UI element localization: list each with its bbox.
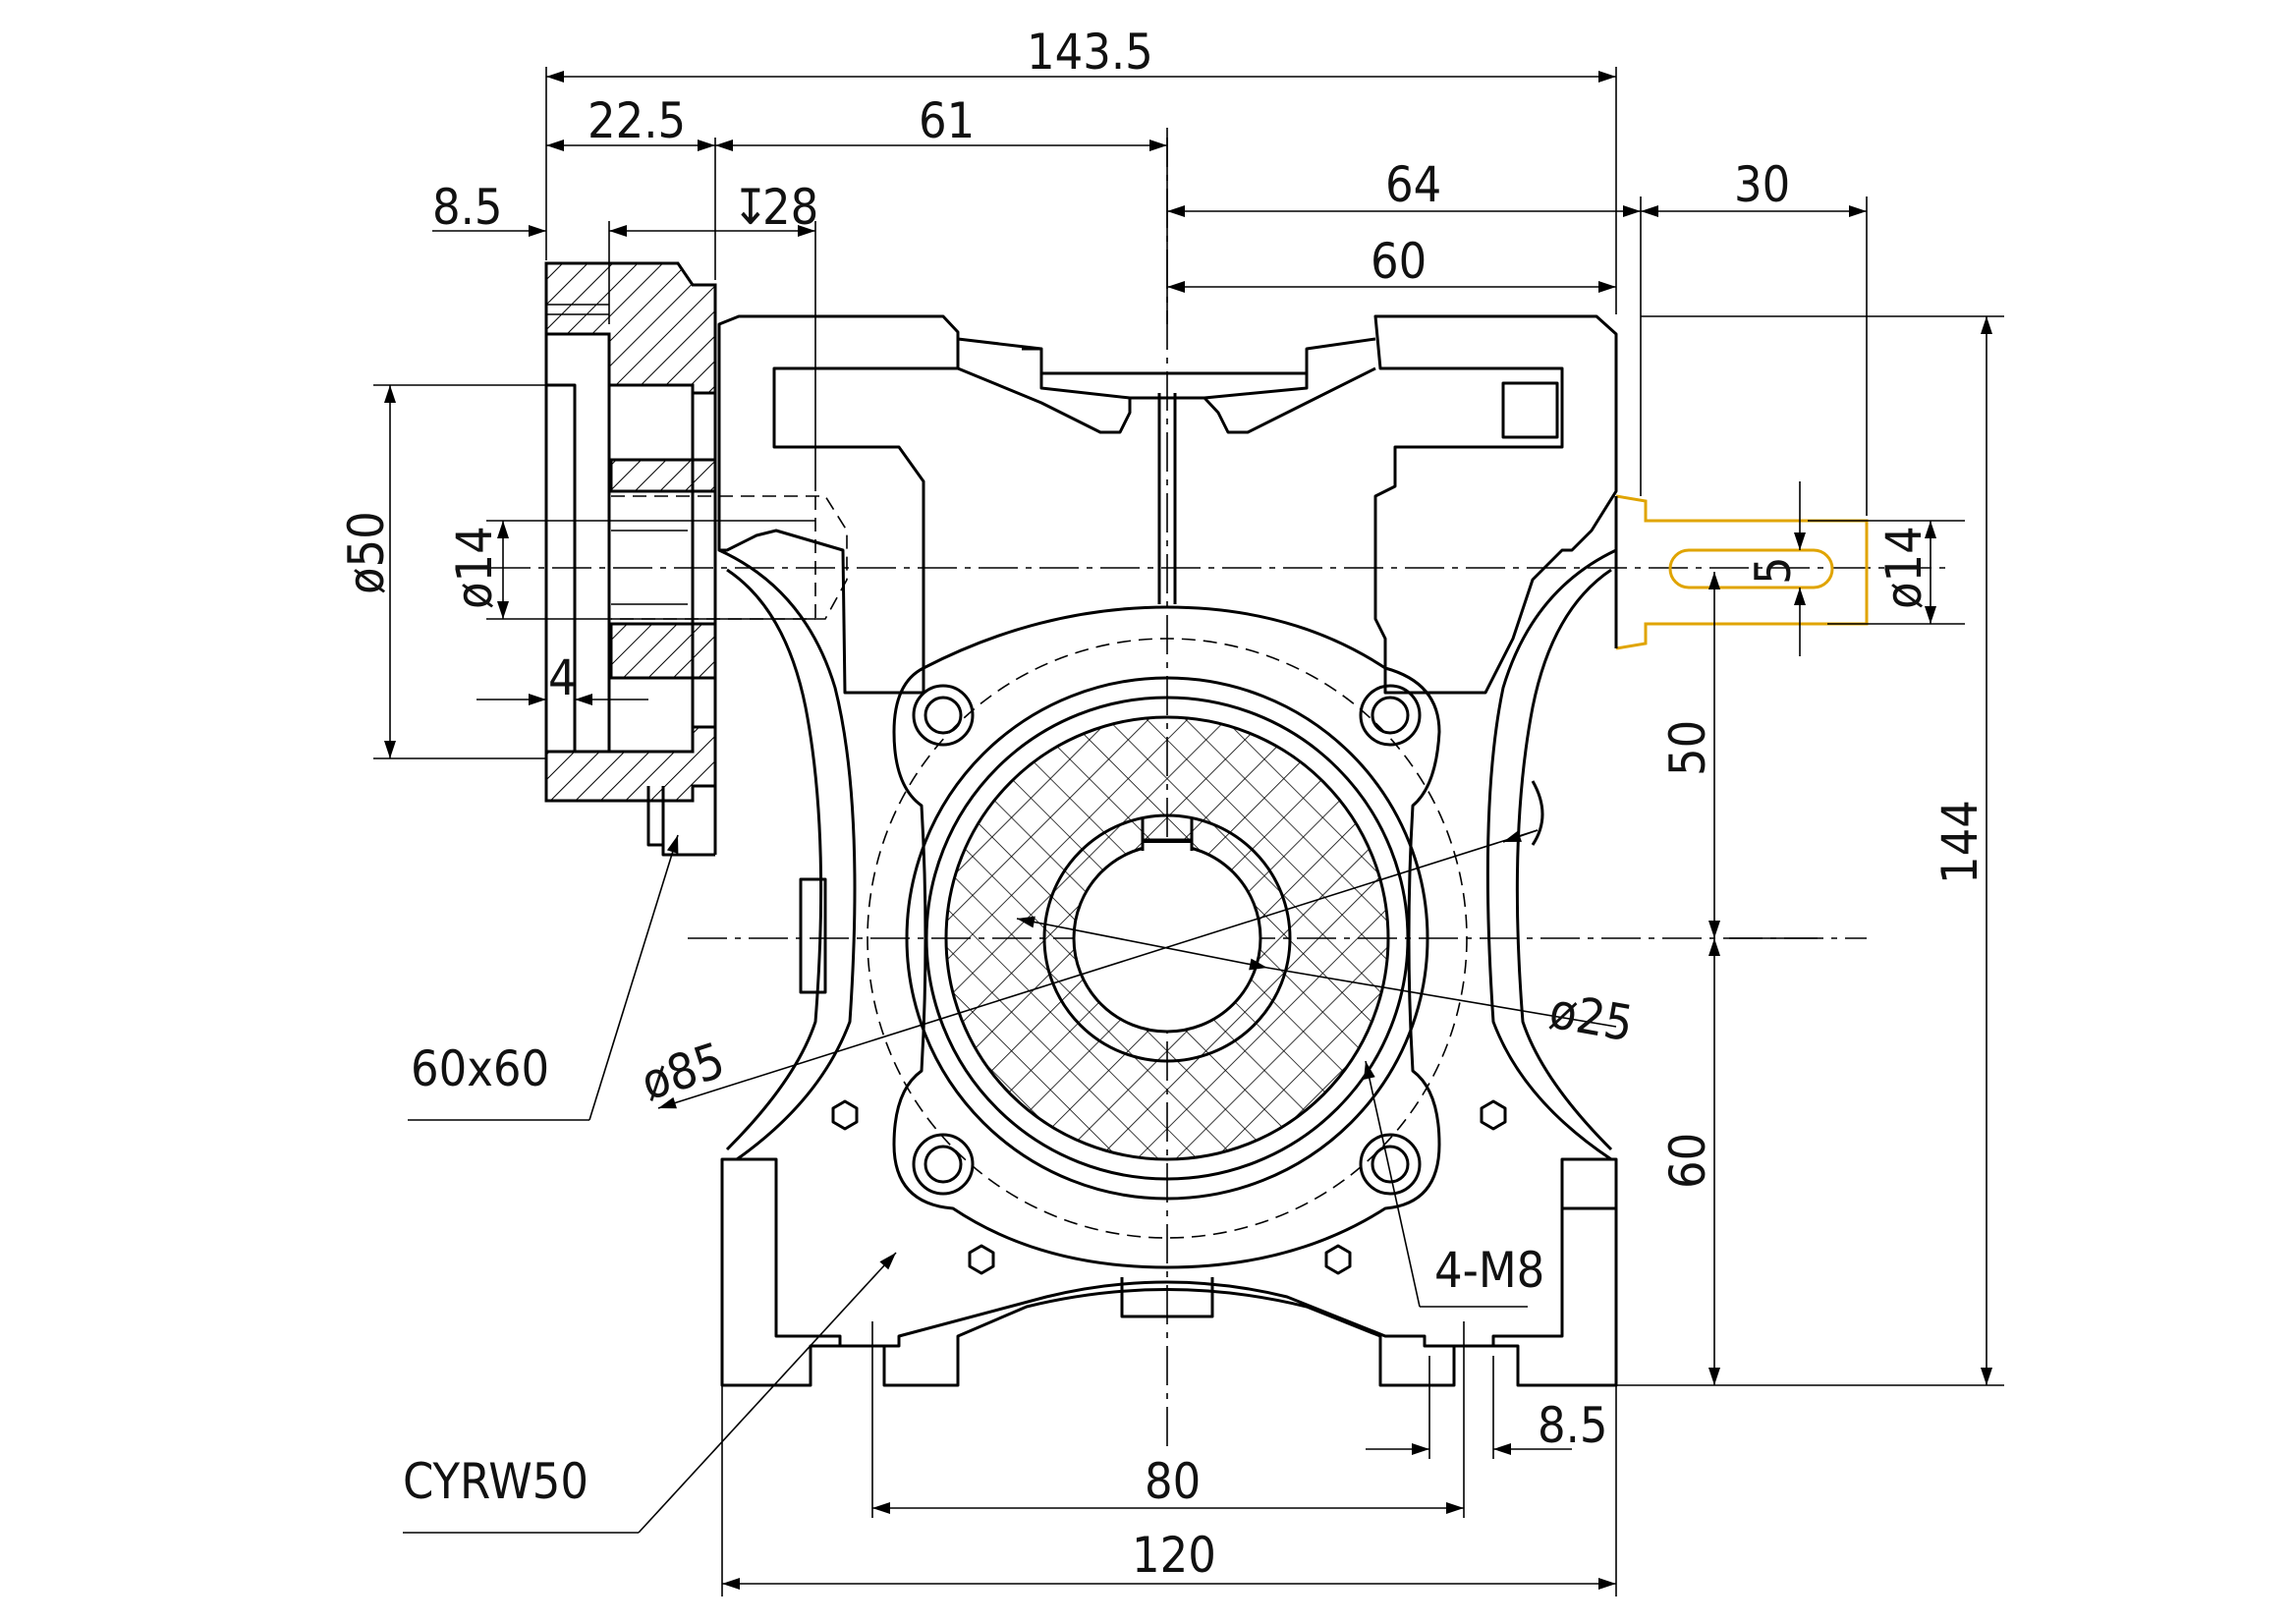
output-shaft [1614, 494, 1869, 650]
housing [717, 314, 1618, 1387]
holes-label: 4-M8 [1434, 1242, 1544, 1299]
dim-center-lower: 60 [1659, 1133, 1716, 1189]
dimension-labels: 143.5 22.5 61 8.5 ↧ 28 64 30 60 ø50 ø14 … [338, 24, 1988, 1584]
dim-key-width: 5 [1745, 556, 1802, 585]
depth-symbol-icon: ↧ [732, 179, 769, 236]
dim-bore-depth: 28 [762, 179, 818, 236]
dim-pcd: ø85 [635, 1032, 732, 1111]
dimension-lines [373, 67, 2004, 1596]
dim-flange-offset: 22.5 [588, 92, 686, 149]
dim-foot-thickness: 8.5 [1538, 1397, 1608, 1454]
dim-base-width: 120 [1132, 1527, 1216, 1584]
mount-holes [831, 684, 1507, 1275]
dim-shaft-dia: ø14 [1875, 526, 1932, 609]
dim-recess-depth: 4 [548, 649, 577, 706]
dim-overall-height: 144 [1931, 800, 1988, 884]
dim-hollow-bore: ø25 [1545, 982, 1638, 1053]
dim-output-offset: 64 [1385, 156, 1441, 213]
model-label: CYRW50 [403, 1453, 588, 1510]
dim-bore-dia-left: ø50 [338, 511, 395, 594]
input-flange [544, 261, 848, 857]
dim-overall-width: 143.5 [1027, 24, 1153, 81]
flange-label: 60x60 [411, 1040, 549, 1097]
dim-flange-thickness: 8.5 [432, 179, 503, 236]
dim-output-to-center: 60 [1371, 233, 1427, 290]
dim-input-depth: 61 [919, 92, 975, 149]
dim-shaft-length: 30 [1734, 156, 1790, 213]
center-lines [491, 128, 1945, 1454]
dim-input-bore-dia: ø14 [446, 526, 503, 609]
dim-foot-hole-span: 80 [1145, 1453, 1201, 1510]
dim-center-upper: 50 [1659, 720, 1716, 776]
